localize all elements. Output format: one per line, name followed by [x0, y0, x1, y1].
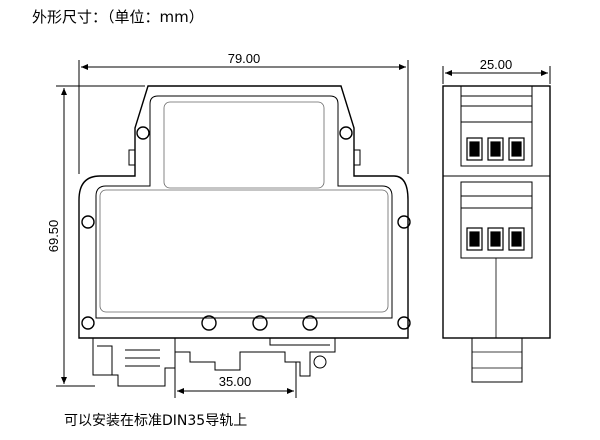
hole-low-right: [397, 316, 411, 330]
hole-top-right: [339, 126, 353, 140]
hole-mid-right: [397, 215, 411, 229]
height-dim-label: 69.50: [46, 220, 61, 253]
side-width-dim-label: 25.00: [480, 57, 513, 72]
rail-dim-label: 35.00: [219, 374, 252, 389]
side-view: [442, 85, 551, 383]
dim-rail: [174, 352, 297, 398]
side-body: [442, 85, 551, 339]
dim-height-front: [56, 85, 145, 387]
width-dim-label: 79.00: [228, 51, 261, 66]
side-foot: [471, 337, 523, 383]
front-inner-frame: [95, 95, 393, 319]
front-window: [99, 189, 389, 313]
hole-bottom-3: [302, 315, 318, 331]
dim-width-front: [78, 60, 409, 174]
terminal-row-bottom: [466, 227, 525, 251]
hole-low-left: [81, 316, 95, 330]
front-upper-window: [163, 101, 325, 189]
page-title: 外形尺寸：（单位：mm）: [32, 8, 204, 26]
front-body-outline: [78, 85, 409, 339]
hole-bottom-2: [252, 315, 268, 331]
front-view: [78, 85, 411, 339]
footer-note: 可以安装在标准DIN35导轨上: [64, 413, 248, 429]
hole-top-left: [136, 126, 150, 140]
dim-width-side: [442, 66, 551, 84]
terminal-row-top: [466, 137, 525, 161]
din-rail-clip: [92, 338, 336, 387]
hole-bottom-1: [201, 315, 217, 331]
hole-mid-left: [81, 215, 95, 229]
